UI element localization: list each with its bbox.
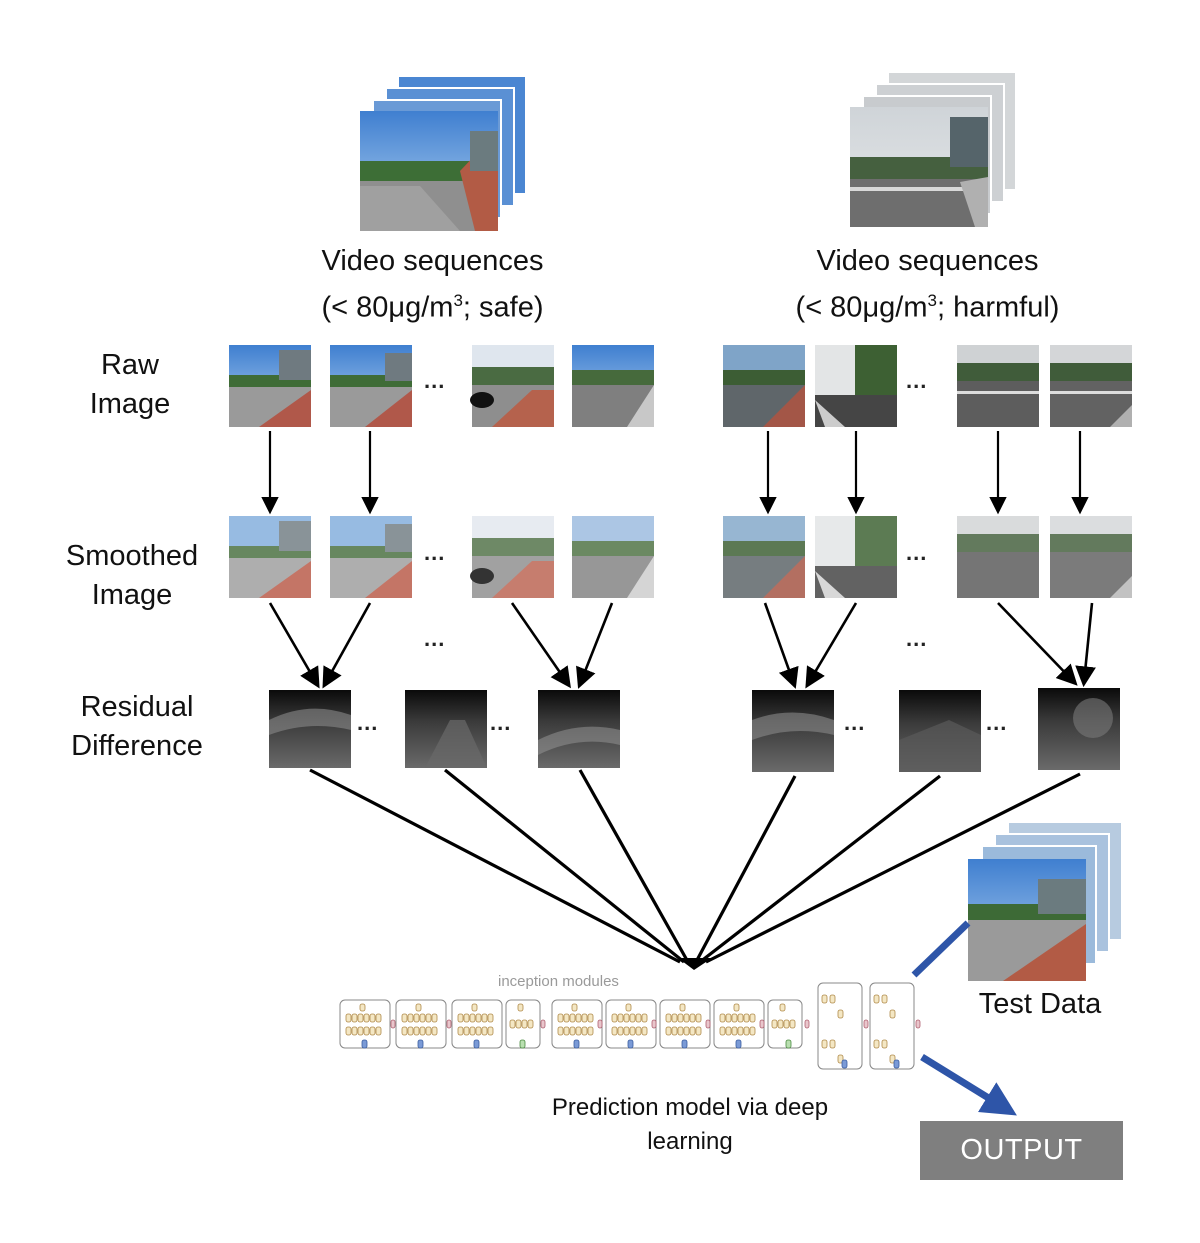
residual-thumb-harmful-2: [899, 690, 981, 772]
residual-to-model-arrows: [309, 768, 1081, 964]
smoothed-thumb-harmful-4: [1050, 516, 1132, 598]
smoothed-safe-ellipsis: ...: [424, 540, 446, 565]
safe-stack-title: Video sequences (< 80μg/m3; safe): [290, 242, 575, 328]
raw-thumb-harmful-2: [815, 345, 897, 427]
raw-image-label-line1: Raw: [100, 349, 159, 381]
raw-thumb-safe-2: [330, 345, 412, 427]
inception-network-diagram: [339, 982, 915, 1070]
harmful-stack-title-line2: (< 80μg/m3; harmful): [760, 281, 1095, 328]
between-harmful-ellipsis: ...: [906, 626, 928, 651]
harmful-video-stack: [850, 72, 1020, 232]
safe-video-stack-frames: [360, 76, 527, 231]
safe-stack-title-pre: (< 80μg/m: [321, 291, 454, 324]
inception-modules-label: inception modules: [498, 973, 619, 990]
residual-difference-label-line2: Difference: [71, 730, 203, 762]
smoothed-thumb-harmful-1: [723, 516, 805, 598]
test-data-stack: [968, 821, 1123, 981]
smoothed-thumb-safe-3: [470, 516, 554, 598]
output-box: OUTPUT: [920, 1121, 1123, 1180]
residual-harmful-ellipsis-2: ...: [986, 710, 1008, 735]
inception-node-dots: [345, 994, 921, 1069]
test-data-label: Test Data: [978, 988, 1102, 1020]
residual-thumb-safe-2: [405, 690, 487, 768]
raw-to-smoothed-arrows: [261, 431, 1089, 515]
smoothed-thumb-safe-1: [229, 516, 311, 598]
smoothed-image-label-line1: Smoothed: [65, 540, 199, 572]
model-caption-line1: Prediction model via deep: [551, 1094, 829, 1121]
smoothed-thumb-harmful-3: [957, 516, 1039, 598]
smoothed-image-label: Smoothed Image: [52, 537, 212, 615]
smoothed-thumb-harmful-2: [815, 516, 897, 598]
model-input-arrowhead: [678, 958, 712, 970]
residual-safe-ellipsis-2: ...: [490, 710, 512, 735]
residual-harmful-ellipsis-1: ...: [844, 710, 866, 735]
smoothed-image-label-line2: Image: [91, 579, 173, 611]
safe-video-stack: [360, 76, 530, 236]
raw-thumb-safe-1: [229, 345, 311, 427]
harmful-video-stack-frames: [850, 72, 1017, 227]
harmful-stack-title-line1: Video sequences: [816, 245, 1039, 277]
harmful-stack-title: Video sequences (< 80μg/m3; harmful): [760, 242, 1095, 328]
smoothed-harmful-ellipsis: ...: [906, 540, 928, 565]
residual-thumb-safe-3: [538, 690, 620, 768]
residual-difference-label-line1: Residual: [80, 691, 194, 723]
smoothed-to-residual-arrows: [268, 602, 1096, 689]
raw-thumb-harmful-3: [957, 345, 1039, 427]
raw-thumb-harmful-4: [1050, 345, 1132, 427]
between-safe-ellipsis: ...: [424, 626, 446, 651]
raw-harmful-ellipsis: ...: [906, 368, 928, 393]
model-caption-line2: learning: [647, 1128, 733, 1155]
residual-safe-ellipsis-1: ...: [357, 710, 379, 735]
raw-image-label-line2: Image: [89, 388, 171, 420]
harmful-stack-title-pre: (< 80μg/m: [795, 291, 928, 324]
safe-stack-title-post: ; safe): [462, 291, 544, 324]
residual-difference-label: Residual Difference: [52, 688, 222, 766]
model-caption: Prediction model via deep learning: [490, 1091, 890, 1159]
residual-thumb-safe-1: [269, 690, 351, 768]
smoothed-thumb-safe-2: [330, 516, 412, 598]
harmful-stack-title-post: ; harmful): [936, 291, 1060, 324]
smoothed-thumb-safe-4: [572, 516, 654, 598]
raw-safe-ellipsis: ...: [424, 368, 446, 393]
raw-thumb-safe-3: [470, 345, 554, 427]
raw-thumb-harmful-1: [723, 345, 805, 427]
safe-stack-title-line2: (< 80μg/m3; safe): [290, 281, 575, 328]
residual-thumb-harmful-3: [1038, 688, 1120, 770]
harmful-stack-title-sup: 3: [927, 291, 937, 310]
residual-thumb-harmful-1: [752, 690, 834, 772]
raw-thumb-safe-4: [572, 345, 654, 427]
safe-stack-title-sup: 3: [453, 291, 463, 310]
raw-image-label: Raw Image: [60, 346, 200, 424]
safe-stack-title-line1: Video sequences: [321, 245, 544, 277]
